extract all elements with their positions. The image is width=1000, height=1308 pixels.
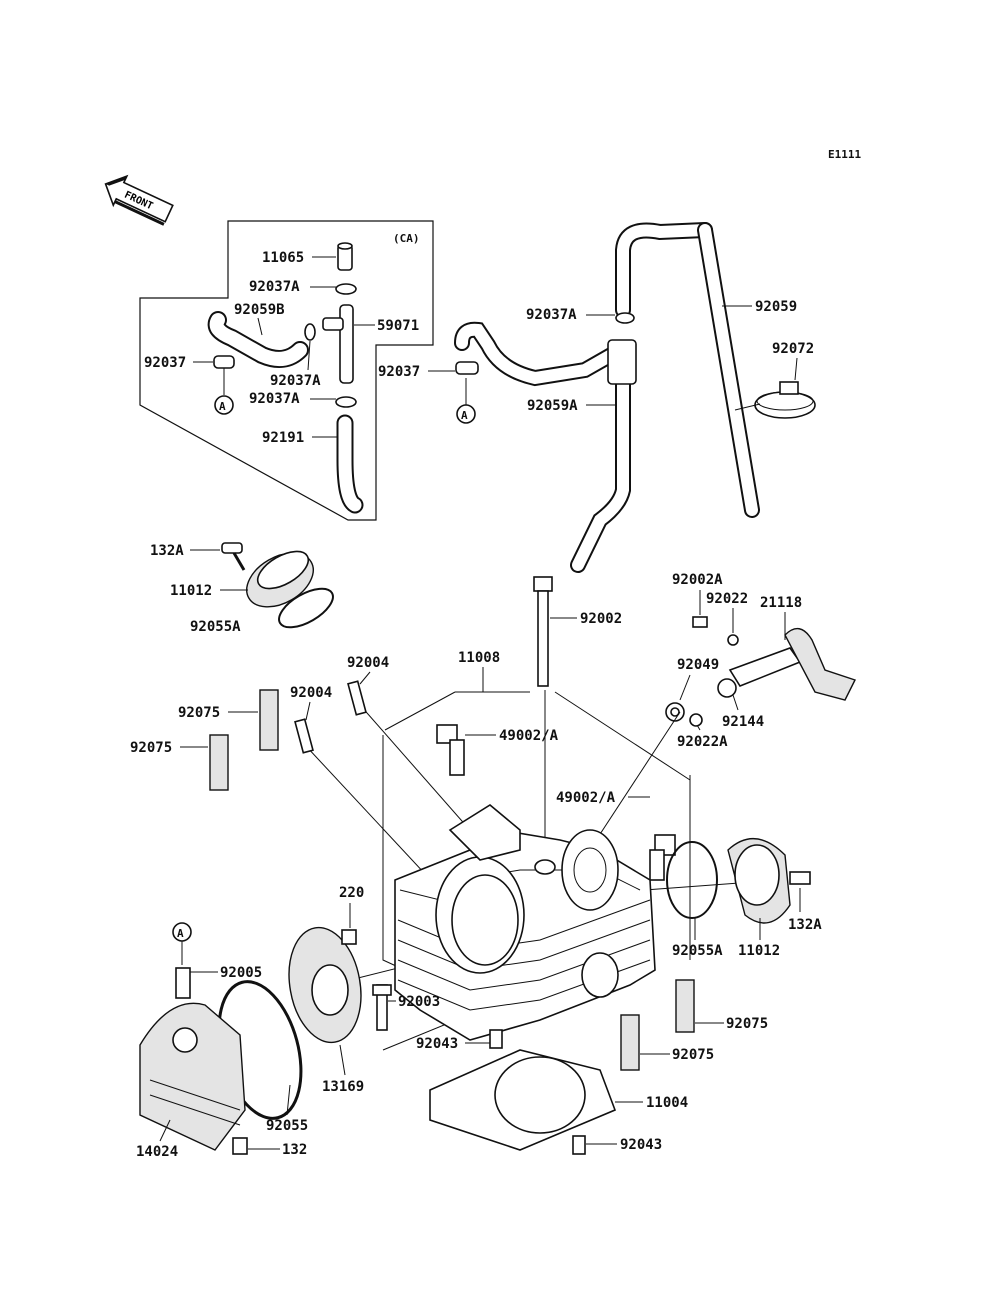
bolt-92002 xyxy=(533,576,553,687)
breather-hoses xyxy=(454,222,816,573)
label-132a-2: 132A xyxy=(788,917,822,933)
dampers-92075 xyxy=(209,689,695,1071)
intake-cover-11012 xyxy=(221,542,334,629)
band-92072 xyxy=(754,391,816,419)
ca-parts-group xyxy=(207,242,364,514)
label-92037a-2: 92037A xyxy=(270,373,321,389)
label-92037-2: 92037 xyxy=(378,364,420,380)
label-92037a-1: 92037A xyxy=(249,279,300,295)
label-92059b: 92059B xyxy=(234,302,285,318)
label-92004-1: 92004 xyxy=(347,655,389,671)
label-21118: 21118 xyxy=(760,595,802,611)
studs-92004 xyxy=(294,680,367,754)
label-92059a: 92059A xyxy=(527,398,578,414)
label-92072: 92072 xyxy=(772,341,814,357)
label-92037a-3: 92037A xyxy=(249,391,300,407)
cap-14024 xyxy=(139,967,248,1155)
callout-a-3: A xyxy=(172,922,192,965)
label-92191: 92191 xyxy=(262,430,304,446)
label-92144: 92144 xyxy=(722,714,764,730)
label-11008: 11008 xyxy=(458,650,500,666)
label-92055a-1: 92055A xyxy=(190,619,241,635)
callout-a-1: A xyxy=(214,395,234,415)
label-49002a-2: 49002/A xyxy=(556,790,616,806)
svg-text:A: A xyxy=(461,409,468,422)
label-92075-3: 92075 xyxy=(726,1016,768,1032)
label-220: 220 xyxy=(339,885,364,901)
label-92075-1: 92075 xyxy=(178,705,220,721)
label-59071: 59071 xyxy=(377,318,419,334)
diagram-code: E1111 xyxy=(828,148,861,161)
label-132: 132 xyxy=(282,1142,307,1158)
label-92055a-2: 92055A xyxy=(672,943,723,959)
label-92037a-4: 92037A xyxy=(526,307,577,323)
front-arrow-icon: FRONT xyxy=(104,174,174,226)
tappets-49002 xyxy=(436,724,676,881)
right-cover-11012 xyxy=(666,837,811,924)
label-11004: 11004 xyxy=(646,1095,688,1111)
svg-text:A: A xyxy=(219,400,226,413)
fitting-59071 xyxy=(339,304,354,384)
label-132a-1: 132A xyxy=(150,543,184,559)
svg-text:A: A xyxy=(177,927,184,940)
label-92075-2: 92075 xyxy=(130,740,172,756)
clamp-92037-1 xyxy=(213,355,235,369)
label-92075-4: 92075 xyxy=(672,1047,714,1063)
gasket-11004 xyxy=(429,1029,617,1155)
valve-cap-13169 xyxy=(288,926,362,1044)
label-14024: 14024 xyxy=(136,1144,178,1160)
label-92049: 92049 xyxy=(677,657,719,673)
label-92002a: 92002A xyxy=(672,572,723,588)
label-92055: 92055 xyxy=(266,1118,308,1134)
label-92043-2: 92043 xyxy=(620,1137,662,1153)
label-92004-2: 92004 xyxy=(290,685,332,701)
label-92043-1: 92043 xyxy=(416,1036,458,1052)
clamp-92037a-2 xyxy=(304,323,316,341)
label-92003: 92003 xyxy=(398,994,440,1010)
label-92037-1: 92037 xyxy=(144,355,186,371)
label-92002: 92002 xyxy=(580,611,622,627)
region-label: (CA) xyxy=(393,232,420,245)
label-11012-2: 11012 xyxy=(738,943,780,959)
label-92022: 92022 xyxy=(706,591,748,607)
decomp-lever-21118 xyxy=(665,616,856,727)
clamp-92037a-1 xyxy=(335,283,357,295)
clamp-92037a-3 xyxy=(335,396,357,408)
part-labels: 11065 92037A 92059B 59071 92037 92037A 9… xyxy=(130,250,822,1160)
label-92022a: 92022A xyxy=(677,734,728,750)
callout-a-2: A xyxy=(456,378,476,424)
label-92059: 92059 xyxy=(755,299,797,315)
ca-region-outline xyxy=(139,220,434,521)
label-49002a-1: 49002/A xyxy=(499,728,559,744)
label-11012-1: 11012 xyxy=(170,583,212,599)
label-92005: 92005 xyxy=(220,965,262,981)
cylinder-head-11008 xyxy=(394,804,656,1041)
label-13169: 13169 xyxy=(322,1079,364,1095)
label-11065: 11065 xyxy=(262,250,304,266)
